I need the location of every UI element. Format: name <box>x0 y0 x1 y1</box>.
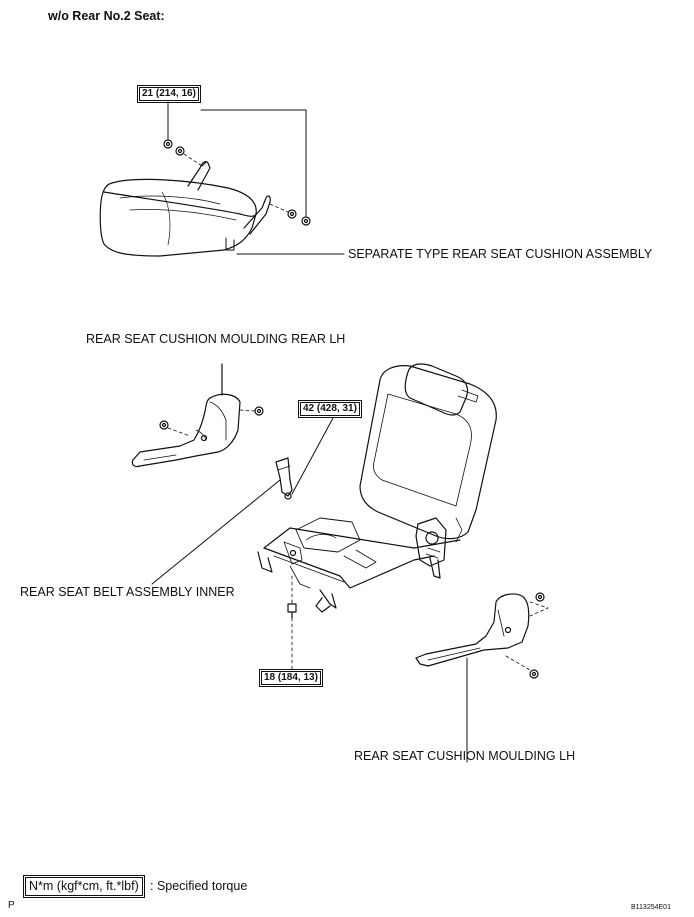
seat-cushion-assembly <box>99 161 271 257</box>
torque-label-belt-bolt: 42 (428, 31) <box>300 402 360 416</box>
legend-torque-unit-box: N*m (kgf*cm, ft.*lbf) <box>25 877 143 896</box>
page-title: w/o Rear No.2 Seat: <box>48 9 165 23</box>
label-belt-inner: REAR SEAT BELT ASSEMBLY INNER <box>20 585 235 599</box>
cushion-bolts <box>163 139 311 226</box>
label-moulding-lh: REAR SEAT CUSHION MOULDING LH <box>354 749 576 763</box>
moulding-rear-lh-part <box>131 363 264 468</box>
label-moulding-rear-lh: REAR SEAT CUSHION MOULDING REAR LH <box>86 332 346 346</box>
seat-belt-inner-part <box>151 417 334 585</box>
footer-left-mark: P <box>8 900 15 911</box>
moulding-lh-part <box>415 592 549 763</box>
label-cushion-assembly: SEPARATE TYPE REAR SEAT CUSHION ASSEMBLY <box>348 247 653 261</box>
legend-specified-torque: : Specified torque <box>150 879 248 893</box>
torque-label-cushion-bolts: 21 (214, 16) <box>139 87 199 101</box>
seat-frame-bolt <box>287 575 297 671</box>
torque-label-seat-bolt: 18 (184, 13) <box>261 671 321 685</box>
leader-lines-top <box>167 101 345 255</box>
rear-seat-assembly <box>257 363 497 613</box>
figure-id: B113254E01 <box>631 904 671 911</box>
